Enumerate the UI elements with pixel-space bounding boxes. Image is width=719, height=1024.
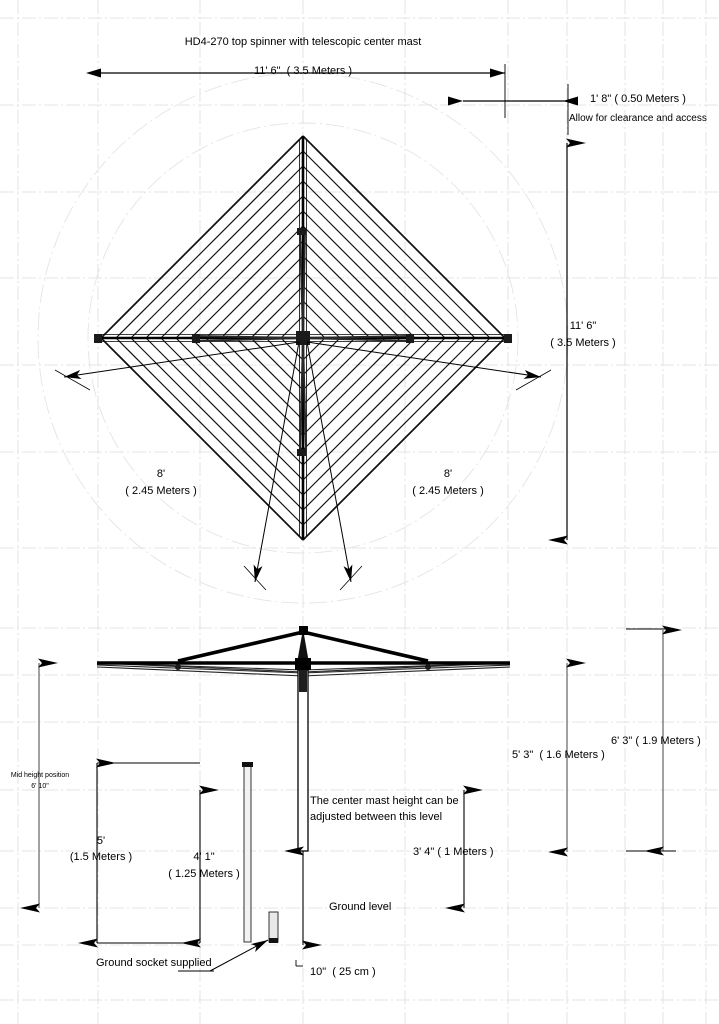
clearance-note: Allow for clearance and access [569, 113, 707, 124]
dim-4ft1-label-line1: 4' 1" [193, 851, 215, 863]
dim-5ft-label-line2: (1.5 Meters ) [69, 851, 133, 863]
dim-arm-left-label-line2: ( 2.45 Meters ) [125, 485, 197, 497]
dim-plan-clearance [448, 84, 578, 135]
plan-view-line-pattern [100, 135, 506, 541]
inner-clearance-circle [87, 122, 519, 554]
dim-plan-width-label: 11' 6" ( 3.5 Meters ) [253, 65, 353, 77]
mid-height-label-line1: Mid height position [10, 772, 70, 779]
dim-10in-label: 10" ( 25 cm ) [310, 966, 376, 978]
ground-socket-label: Ground socket supplied [96, 957, 212, 969]
mast-note-line1: The center mast height can be [310, 795, 459, 807]
dim-plan-height-label-line2: ( 3.5 Meters ) [550, 337, 616, 349]
mid-height-label-line2: 6' 10" [31, 783, 49, 790]
ground-socket-leader [178, 939, 269, 972]
page-title: HD4-270 top spinner with telescopic cent… [184, 36, 422, 48]
dim-plan-height-label-line1: 11' 6" [569, 320, 597, 332]
plan-view-strut-ends [94, 228, 512, 456]
dim-6ft3 [626, 625, 682, 856]
spare-pole [242, 762, 253, 943]
dim-plan-arm-left [54, 341, 300, 591]
dim-5ft3-label: 5' 3" ( 1.6 Meters ) [512, 749, 605, 761]
dim-3ft4-label: 3' 4" ( 1 Meters ) [413, 846, 494, 858]
mast-note-line2: adjusted between this level [310, 811, 443, 823]
plan-view-struts [196, 231, 411, 453]
dim-6ft3-label: 6' 3" ( 1.9 Meters ) [611, 735, 701, 747]
dim-4ft1-label-line2: ( 1.25 Meters ) [168, 868, 240, 880]
dim-5ft-label-line1: 5' [96, 835, 106, 847]
ground-level-label: Ground level [329, 901, 392, 913]
dim-arm-right-label-line2: ( 2.45 Meters ) [412, 485, 484, 497]
dim-arm-left-label-line1: 8' [156, 468, 166, 480]
dim-plan-clearance-label: 1' 8" ( 0.50 Meters ) [590, 93, 686, 105]
elevation-view-structure [96, 626, 511, 852]
ground-socket [268, 911, 279, 943]
dim-arm-right-label-line1: 8' [443, 468, 453, 480]
dim-plan-width [86, 64, 506, 118]
dim-plan-arm-right [306, 341, 552, 591]
dim-10in [284, 846, 322, 967]
center-mast-tube [297, 669, 309, 852]
